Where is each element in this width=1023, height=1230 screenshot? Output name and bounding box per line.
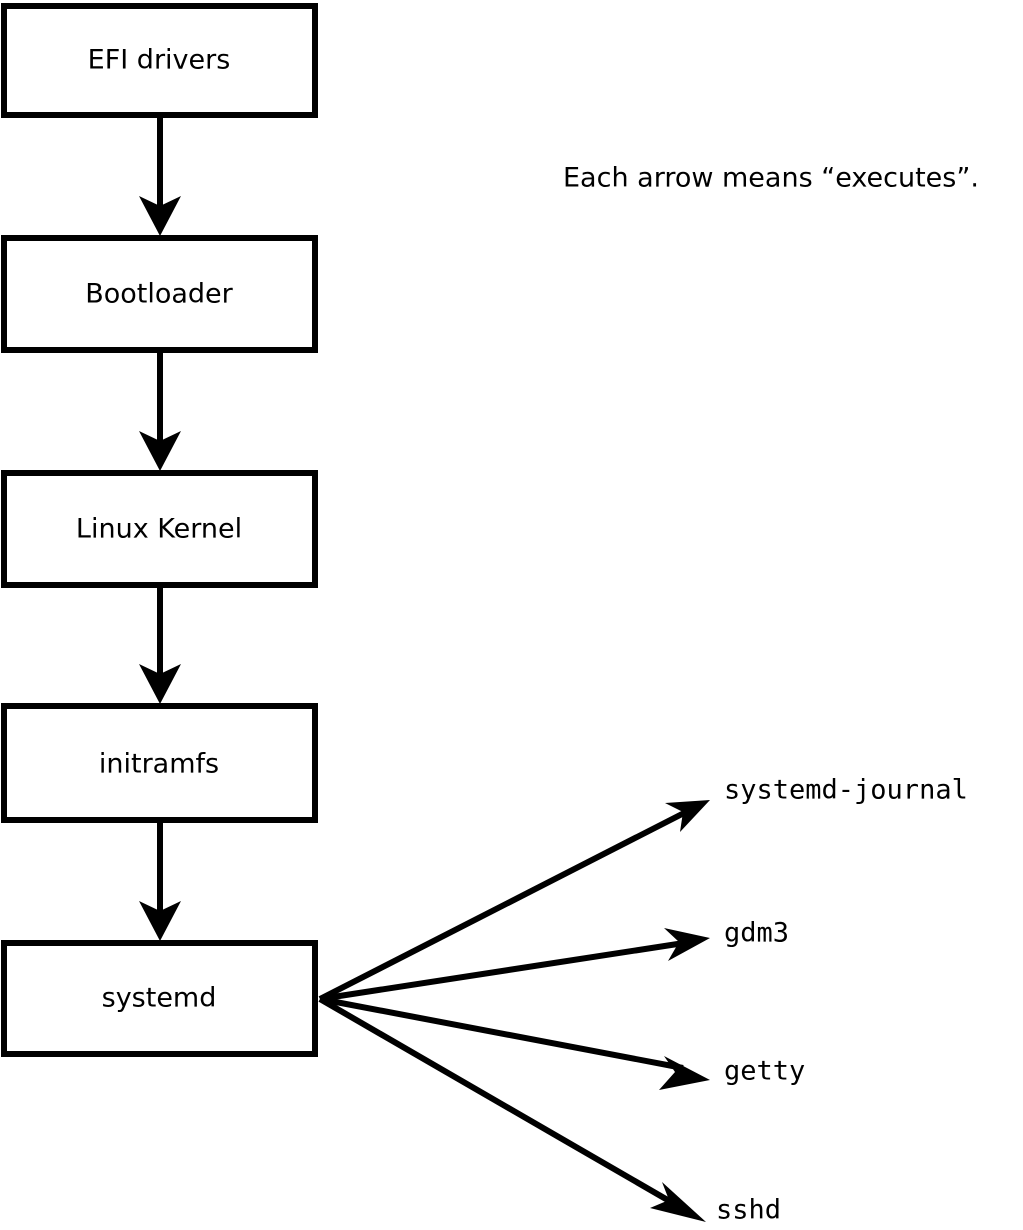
chain-node-systemd[interactable]: systemd	[1, 940, 318, 1057]
arrowhead-icon	[650, 1182, 706, 1222]
edge-systemd-to-systemd-journal	[318, 800, 710, 1002]
edge-linux-kernel-to-initramfs	[139, 588, 181, 704]
leaf-label-sshd: sshd	[716, 1195, 781, 1226]
edge-systemd-to-getty	[319, 996, 710, 1090]
arrowhead-icon	[139, 901, 181, 941]
node-rect-initramfs	[1, 703, 318, 823]
node-label-bootloader: Bootloader	[85, 279, 233, 310]
edge-bootloader-to-linux-kernel	[139, 353, 181, 471]
chain-node-linux-kernel[interactable]: Linux Kernel	[1, 470, 318, 588]
edge-efi-drivers-to-bootloader	[139, 118, 181, 236]
node-rect-systemd	[1, 940, 318, 1057]
node-label-efi-drivers: EFI drivers	[88, 45, 231, 76]
leaf-label-gdm3: gdm3	[724, 918, 789, 949]
chain-node-bootloader[interactable]: Bootloader	[1, 235, 318, 353]
arrowhead-icon	[139, 196, 181, 236]
node-label-initramfs: initramfs	[99, 749, 219, 780]
arrowhead-icon	[139, 431, 181, 471]
arrowhead-icon	[665, 800, 710, 832]
chain-node-efi-drivers[interactable]: EFI drivers	[1, 3, 318, 118]
arrowhead-icon	[664, 928, 710, 961]
leaf-label-systemd-journal: systemd-journal	[724, 775, 968, 806]
node-rect-bootloader	[1, 235, 318, 353]
annotation-text: Each arrow means “executes”.	[563, 163, 979, 194]
node-label-systemd: systemd	[102, 983, 217, 1014]
edge-systemd-to-sshd	[318, 996, 706, 1222]
edge-initramfs-to-systemd	[139, 823, 181, 941]
leaf-label-getty: getty	[724, 1056, 805, 1087]
arrowhead-icon	[659, 1056, 710, 1090]
node-rect-efi-drivers	[1, 3, 318, 118]
chain-node-initramfs[interactable]: initramfs	[1, 703, 318, 823]
node-label-linux-kernel: Linux Kernel	[76, 514, 242, 545]
edge-systemd-to-gdm3	[319, 928, 710, 1002]
arrowhead-icon	[139, 664, 181, 704]
node-rect-linux-kernel	[1, 470, 318, 588]
